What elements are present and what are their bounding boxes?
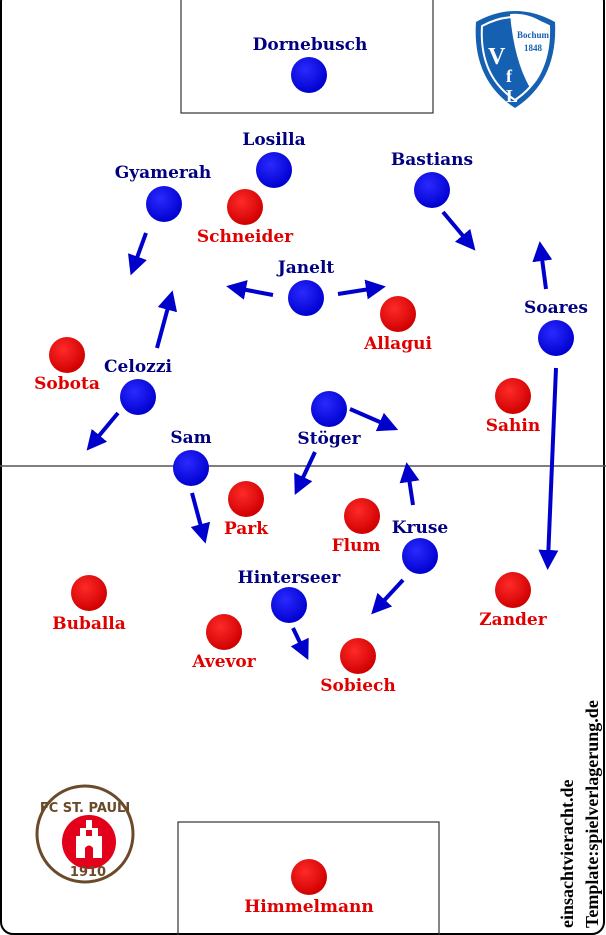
- home-player: Soares: [524, 298, 588, 356]
- player-marker: [256, 152, 292, 188]
- svg-text:L: L: [506, 86, 518, 106]
- away-player: Allagui: [363, 296, 432, 354]
- player-marker: [228, 481, 264, 517]
- home-player: Dornebusch: [253, 35, 368, 93]
- svg-text:V: V: [488, 44, 506, 70]
- player-marker: [49, 337, 85, 373]
- player-name: Kruse: [392, 518, 449, 538]
- player-marker: [71, 575, 107, 611]
- player-name: Sahin: [486, 416, 540, 436]
- player-name: Himmelmann: [244, 897, 374, 917]
- away-player: Sobota: [34, 337, 100, 394]
- player-name: Park: [224, 519, 269, 539]
- player-marker: [340, 638, 376, 674]
- credits: einsachtvieracht.de Template:spielverlag…: [557, 700, 602, 928]
- player-marker: [495, 378, 531, 414]
- player-marker: [206, 614, 242, 650]
- credit-site: einsachtvieracht.de: [557, 780, 577, 928]
- player-marker: [291, 57, 327, 93]
- away-player: Sobiech: [320, 638, 396, 696]
- home-player: Kruse: [392, 518, 449, 574]
- home-player: Stöger: [297, 391, 362, 449]
- player-name: Avevor: [191, 652, 256, 672]
- st-pauli-logo: FC ST. PAULI 1910: [35, 784, 135, 884]
- player-name: Sam: [170, 428, 211, 448]
- player-name: Soares: [524, 298, 588, 318]
- player-marker: [291, 859, 327, 895]
- player-marker: [227, 189, 263, 225]
- svg-text:Bochum: Bochum: [517, 30, 550, 40]
- away-player: Park: [224, 481, 269, 539]
- player-marker: [288, 280, 324, 316]
- player-marker: [380, 296, 416, 332]
- top-penalty-box: [180, 0, 434, 114]
- home-player: Hinterseer: [238, 568, 342, 623]
- away-player: Buballa: [52, 575, 126, 634]
- home-player: Losilla: [242, 130, 306, 188]
- player-name: Sobota: [34, 374, 100, 394]
- player-marker: [120, 379, 156, 415]
- credit-template: Template:spielverlagerung.de: [582, 700, 602, 928]
- svg-text:1848: 1848: [524, 43, 543, 53]
- player-marker: [146, 186, 182, 222]
- player-name: Buballa: [52, 614, 126, 634]
- player-name: Allagui: [363, 334, 432, 354]
- away-player: Flum: [332, 498, 381, 556]
- player-name: Stöger: [297, 429, 361, 449]
- player-marker: [311, 391, 347, 427]
- away-player: Himmelmann: [244, 859, 374, 917]
- bochum-logo: V f L Bochum 1848: [475, 11, 556, 108]
- player-name: Schneider: [197, 227, 294, 247]
- home-player: Bastians: [391, 150, 473, 208]
- home-player: Celozzi: [104, 357, 172, 415]
- player-name: Zander: [479, 610, 547, 630]
- player-name: Flum: [332, 536, 381, 556]
- home-player: Gyamerah: [115, 163, 212, 222]
- player-marker: [414, 172, 450, 208]
- home-player: Sam: [170, 428, 212, 486]
- player-marker: [344, 498, 380, 534]
- player-marker: [271, 587, 307, 623]
- player-marker: [173, 450, 209, 486]
- svg-text:FC ST. PAULI: FC ST. PAULI: [40, 801, 130, 816]
- player-marker: [538, 320, 574, 356]
- player-name: Celozzi: [104, 357, 172, 377]
- away-player: Zander: [479, 572, 548, 630]
- svg-text:f: f: [506, 66, 513, 86]
- player-marker: [402, 538, 438, 574]
- player-name: Bastians: [391, 150, 473, 170]
- player-name: Dornebusch: [253, 35, 368, 55]
- player-name: Janelt: [276, 258, 335, 278]
- player-name: Hinterseer: [238, 568, 342, 588]
- home-player: Janelt: [276, 258, 335, 316]
- player-marker: [495, 572, 531, 608]
- player-name: Losilla: [242, 130, 305, 150]
- svg-text:1910: 1910: [70, 865, 106, 880]
- away-player: Schneider: [197, 189, 294, 247]
- player-name: Gyamerah: [115, 163, 212, 183]
- player-name: Sobiech: [320, 676, 396, 696]
- away-player: Avevor: [191, 614, 257, 672]
- movement-arrows: [86, 210, 559, 661]
- away-player: Sahin: [486, 378, 540, 436]
- bottom-penalty-box: [177, 821, 440, 935]
